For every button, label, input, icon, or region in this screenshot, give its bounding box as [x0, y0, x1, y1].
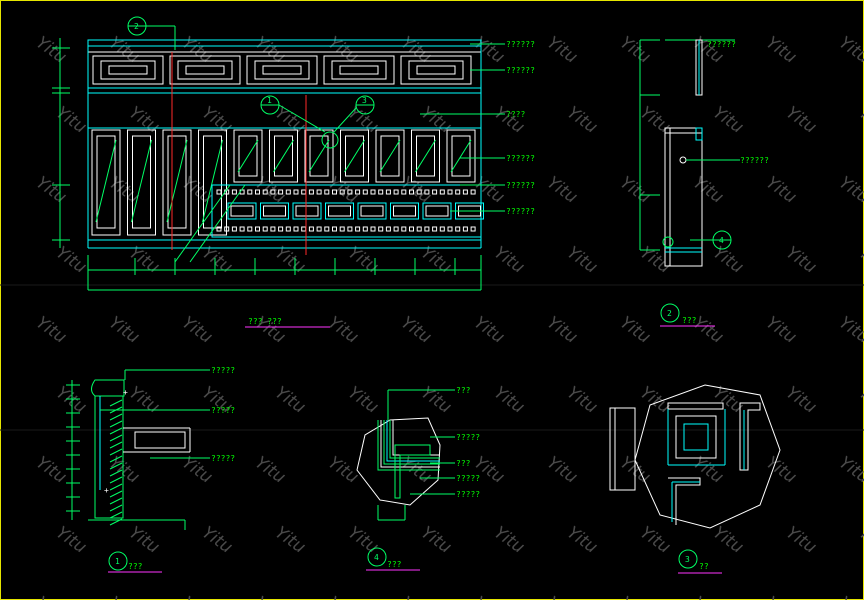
label-bead-row: ??????: [506, 181, 535, 190]
detail-3: [609, 384, 781, 574]
detail1-label-board: ?????: [211, 406, 235, 415]
detail1-title: ???: [128, 562, 143, 571]
front-elevation: [52, 16, 505, 328]
detail4-label-e: ?????: [456, 490, 480, 499]
watermark-text: Yitu: [835, 593, 864, 600]
watermark-text: Yitu: [855, 243, 864, 278]
detail4-label-a: ???: [456, 386, 471, 395]
watermark-text: Yitu: [855, 523, 864, 558]
label-frieze: ????: [506, 110, 525, 119]
watermark-text: Yitu: [855, 103, 864, 138]
detail1-number: 1: [115, 557, 120, 566]
svg-text:+: +: [123, 388, 128, 397]
side-elevation: [639, 39, 740, 327]
callout-3-number: 3: [362, 96, 367, 105]
detail-4: [356, 389, 455, 571]
detail4-label-d: ?????: [456, 474, 480, 483]
callout-4-number: 4: [719, 236, 724, 245]
callout-1-number: 1: [267, 96, 272, 105]
label-top-rail: ??????: [506, 40, 535, 49]
label-fret-band: ??????: [506, 66, 535, 75]
detail3-title: ??: [699, 562, 709, 571]
detail3-number: 3: [685, 555, 690, 564]
callout-2-number: 2: [134, 22, 139, 31]
elevation-title: ??? ???: [248, 317, 282, 326]
detail4-number: 4: [374, 553, 379, 562]
detail1-label-drawer: ?????: [211, 454, 235, 463]
label-panels: ??????: [506, 154, 535, 163]
watermark-text: Yitu: [855, 383, 864, 418]
side-title: ???: [682, 316, 697, 325]
detail1-label-cap: ?????: [211, 366, 235, 375]
detail4-label-c: ???: [456, 459, 471, 468]
detail-1: + +: [66, 369, 210, 573]
side-label-top: ??????: [707, 40, 736, 49]
side-title-number: 2: [667, 309, 672, 318]
side-label-panel: ??????: [740, 156, 769, 165]
detail4-title: ???: [387, 560, 402, 569]
label-drawers: ??????: [506, 207, 535, 216]
svg-text:+: +: [104, 486, 109, 495]
detail4-label-b: ?????: [456, 433, 480, 442]
